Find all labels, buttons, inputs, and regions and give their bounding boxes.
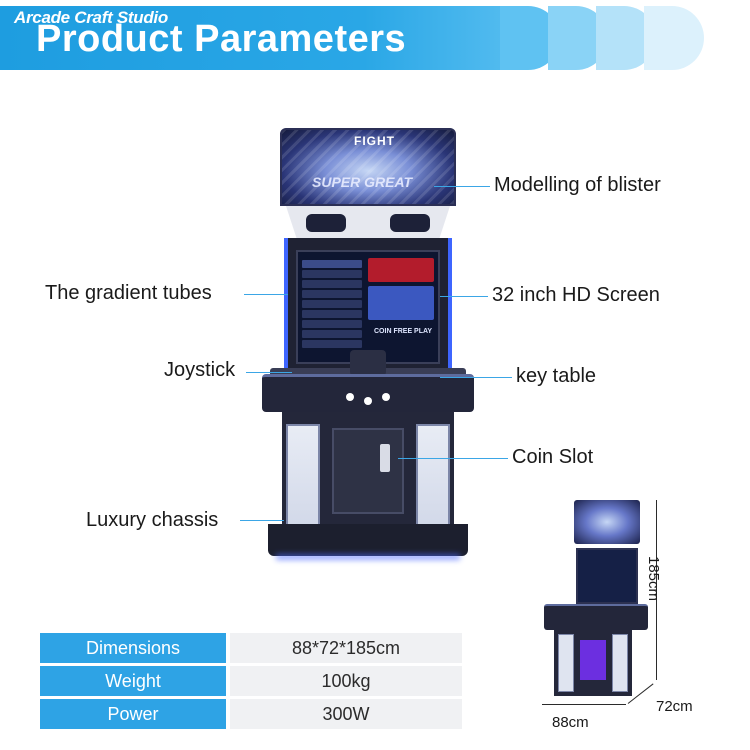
menu-row (302, 300, 362, 308)
brand-logo: Arcade Craft Studio (14, 8, 168, 28)
mini-screen (576, 548, 638, 604)
mini-chassis-side (612, 634, 628, 692)
label-joystick: Joystick (164, 359, 236, 381)
arcade-machine-image: FIGHT SUPER GREAT COIN FREE PLAY (262, 128, 474, 560)
callout-line-screen (440, 296, 488, 297)
marquee: FIGHT SUPER GREAT (280, 128, 456, 206)
menu-row (302, 330, 362, 338)
label-coin-slot: Coin Slot (512, 446, 594, 468)
menu-row (302, 320, 362, 328)
page-title: Product Parameters (36, 18, 407, 60)
param-value: 100kg (230, 666, 462, 696)
brand-name: Arcade Craft Studio (14, 8, 168, 27)
callout-line-blister (434, 186, 490, 187)
label-hd-screen: 32 inch HD Screen (492, 284, 660, 306)
callout-line-tubes (244, 294, 288, 295)
screen-coin-text: COIN FREE PLAY (374, 328, 433, 335)
game-logo (368, 258, 434, 282)
coin-slot-icon (380, 444, 390, 472)
param-key: Dimensions (40, 633, 226, 663)
callout-line-coin-slot (398, 458, 508, 459)
mini-machine-image (540, 500, 680, 710)
center-housing (350, 350, 386, 376)
menu-row (302, 270, 362, 278)
menu-row (302, 290, 362, 298)
label-gradient-tubes: The gradient tubes (45, 282, 212, 304)
marquee-text: SUPER GREAT (312, 174, 413, 190)
banner-bar (0, 6, 520, 70)
menu-row (302, 310, 362, 318)
panel-button (364, 397, 372, 405)
mini-door (580, 640, 606, 680)
callout-line-key-table (440, 377, 512, 378)
callout-line-chassis (240, 520, 284, 521)
marquee-label: FIGHT (354, 134, 395, 148)
label-modelling-of-blister: Modelling of blister (494, 174, 661, 196)
marquee-pattern (282, 130, 454, 204)
menu-row (302, 260, 362, 268)
menu-row (302, 280, 362, 288)
speaker-left (306, 214, 346, 232)
table-row: Dimensions 88*72*185cm (40, 633, 462, 663)
mini-marquee (574, 500, 640, 544)
game-menu (302, 260, 362, 350)
height-dimension-label: 185cm (645, 556, 662, 602)
table-row: Weight 100kg (40, 666, 462, 696)
width-dimension-label: 88cm (552, 714, 589, 731)
table-row: Power 300W (40, 699, 462, 729)
cabinet-base (268, 524, 468, 556)
mini-control-panel (544, 604, 648, 630)
label-luxury-chassis: Luxury chassis (86, 509, 219, 531)
height-dimension-line (656, 500, 657, 680)
panel-button (346, 393, 354, 401)
width-dimension-line (542, 704, 626, 705)
coin-door (332, 428, 404, 514)
menu-row (302, 340, 362, 348)
param-value: 300W (230, 699, 462, 729)
speaker-right (390, 214, 430, 232)
mini-chassis-side (558, 634, 574, 692)
base-glow (276, 554, 460, 560)
panel-button (382, 393, 390, 401)
header-banner: Product Parameters Arcade Craft Studio (0, 0, 750, 72)
param-key: Power (40, 699, 226, 729)
parameters-table: Dimensions 88*72*185cm Weight 100kg Powe… (40, 633, 462, 732)
param-key: Weight (40, 666, 226, 696)
game-preview (368, 286, 434, 320)
control-panel (262, 374, 474, 412)
param-value: 88*72*185cm (230, 633, 462, 663)
label-key-table: key table (516, 365, 597, 387)
banner-stripe (644, 6, 704, 70)
hd-screen: COIN FREE PLAY (296, 250, 440, 364)
callout-line-joystick (246, 372, 292, 373)
depth-dimension-label: 72cm (656, 698, 693, 715)
